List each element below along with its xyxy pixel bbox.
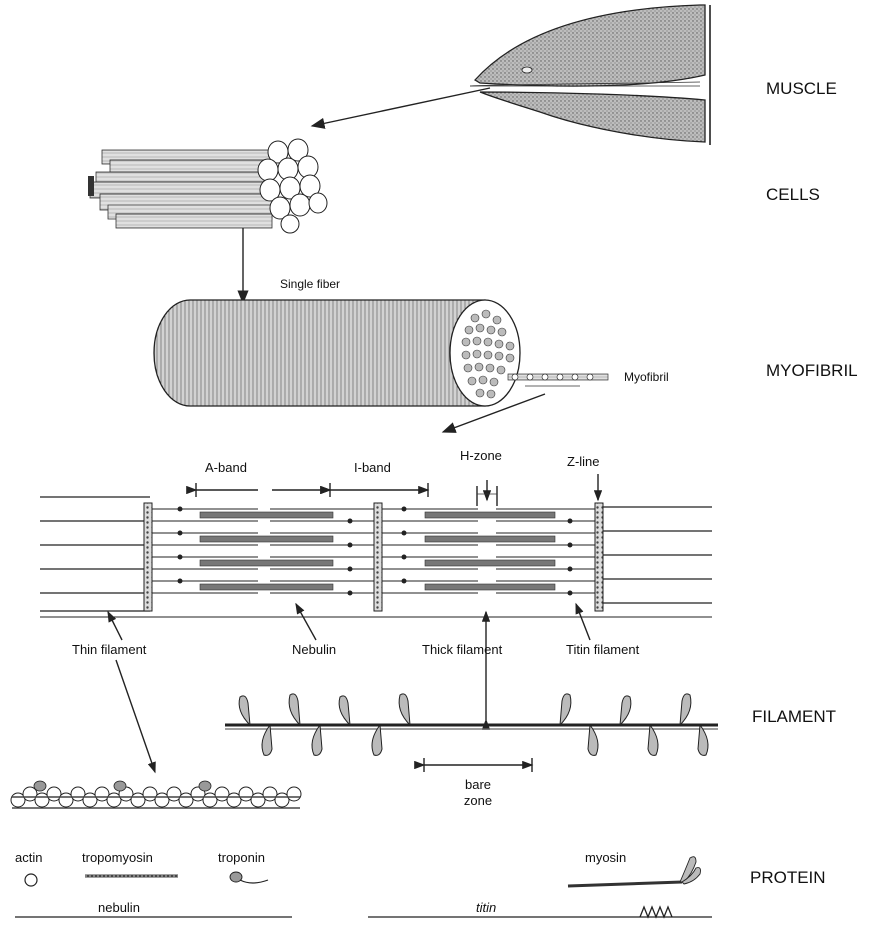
troponin-symbol [230,872,268,883]
muscle-illustration [470,5,710,145]
bare-zone-label-line2: zone [464,793,492,808]
sarcomere-illustration [40,497,712,617]
actin-symbol [25,874,37,886]
titin-filament-label: Titin filament [566,642,640,657]
titin-protein-label: titin [476,900,496,915]
level-label-cells: CELLS [766,185,820,204]
thick-filament-label: Thick filament [422,642,503,657]
thin-filament-label: Thin filament [72,642,147,657]
level-label-filament: FILAMENT [752,707,836,726]
titin-symbol [368,907,712,917]
myofibril-label: Myofibril [624,370,669,384]
bare-zone-marker [424,758,532,772]
myofibril-strand [508,374,608,386]
troponin-label: troponin [218,850,265,865]
bare-zone-label-line1: bare [465,777,491,792]
cell-bundle-illustration [88,139,327,233]
thick-filament-illustration [225,694,718,756]
tropomyosin-label: tropomyosin [82,850,153,865]
sarcomere-callout-arrows [108,604,590,772]
muscle-to-cells-arrow [312,88,490,126]
actin-label: actin [15,850,42,865]
level-label-muscle: MUSCLE [766,79,837,98]
single-fiber-label: Single fiber [280,277,340,291]
sarcomere-dimension-markers [196,474,598,506]
level-label-protein: PROTEIN [750,868,826,887]
i-band-label: I-band [354,460,391,475]
nebulin-callout-label: Nebulin [292,642,336,657]
h-zone-label: H-zone [460,448,502,463]
single-fiber-illustration [154,300,608,406]
thin-filament-illustration [11,781,301,808]
a-band-label: A-band [205,460,247,475]
myosin-label: myosin [585,850,626,865]
nebulin-protein-label: nebulin [98,900,140,915]
z-line-label: Z-line [567,454,600,469]
level-label-myofibril: MYOFIBRIL [766,361,858,380]
